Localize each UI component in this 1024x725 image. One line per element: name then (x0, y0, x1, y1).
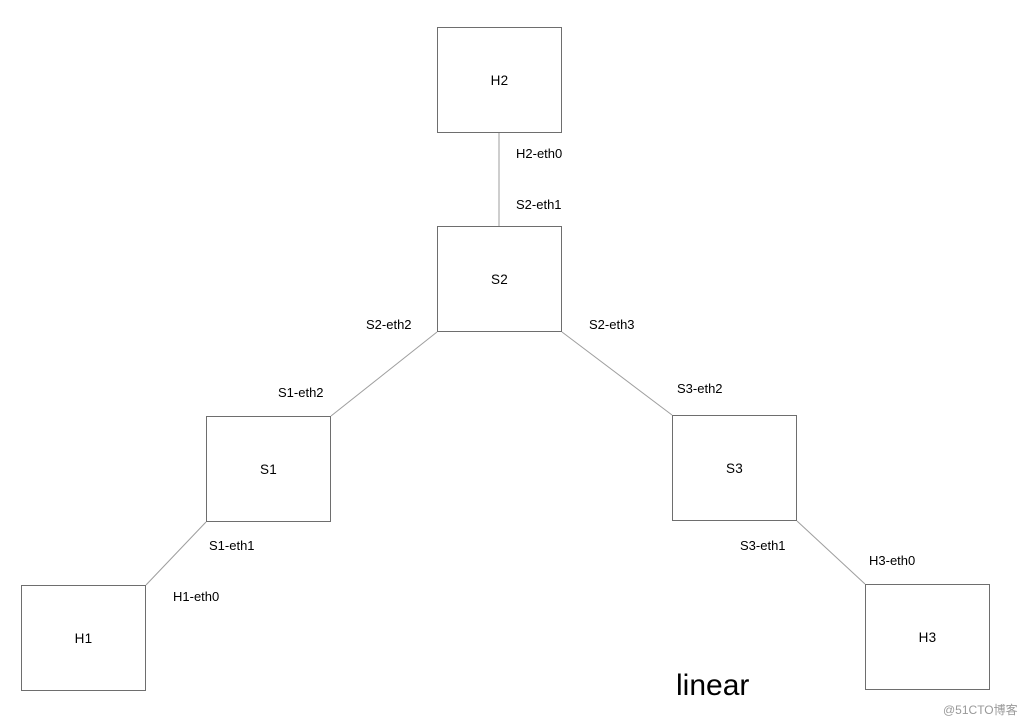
node-switch-s3[interactable]: S3 (672, 415, 797, 521)
interface-label-s2-eth3: S2-eth3 (589, 317, 635, 332)
node-label: S3 (726, 460, 743, 476)
node-host-h1[interactable]: H1 (21, 585, 146, 691)
node-switch-s1[interactable]: S1 (206, 416, 331, 522)
link-s3-h3 (796, 520, 866, 585)
node-label: H2 (490, 72, 509, 88)
interface-label-s3-eth1: S3-eth1 (740, 538, 786, 553)
interface-label-h3-eth0: H3-eth0 (869, 553, 916, 568)
node-label: H1 (74, 630, 93, 646)
node-host-h3[interactable]: H3 (865, 584, 990, 690)
interface-label-h2-eth0: H2-eth0 (516, 146, 563, 161)
node-label: H3 (918, 629, 937, 645)
link-s2-s1 (330, 331, 438, 417)
node-label: S2 (491, 271, 508, 287)
interface-label-s1-eth2: S1-eth2 (278, 385, 324, 400)
diagram-caption: linear (676, 669, 750, 702)
interface-label-s3-eth2: S3-eth2 (677, 381, 723, 396)
link-s1-h1 (145, 521, 207, 586)
node-host-h2[interactable]: H2 (437, 27, 562, 133)
link-s2-s3 (561, 331, 673, 416)
interface-label-s2-eth1: S2-eth1 (516, 197, 562, 212)
interface-label-s1-eth1: S1-eth1 (209, 538, 255, 553)
interface-label-s2-eth2: S2-eth2 (366, 317, 412, 332)
node-label: S1 (260, 461, 277, 477)
interface-label-h1-eth0: H1-eth0 (173, 589, 220, 604)
node-switch-s2[interactable]: S2 (437, 226, 562, 332)
watermark-text: @51CTO博客 (943, 703, 1018, 717)
